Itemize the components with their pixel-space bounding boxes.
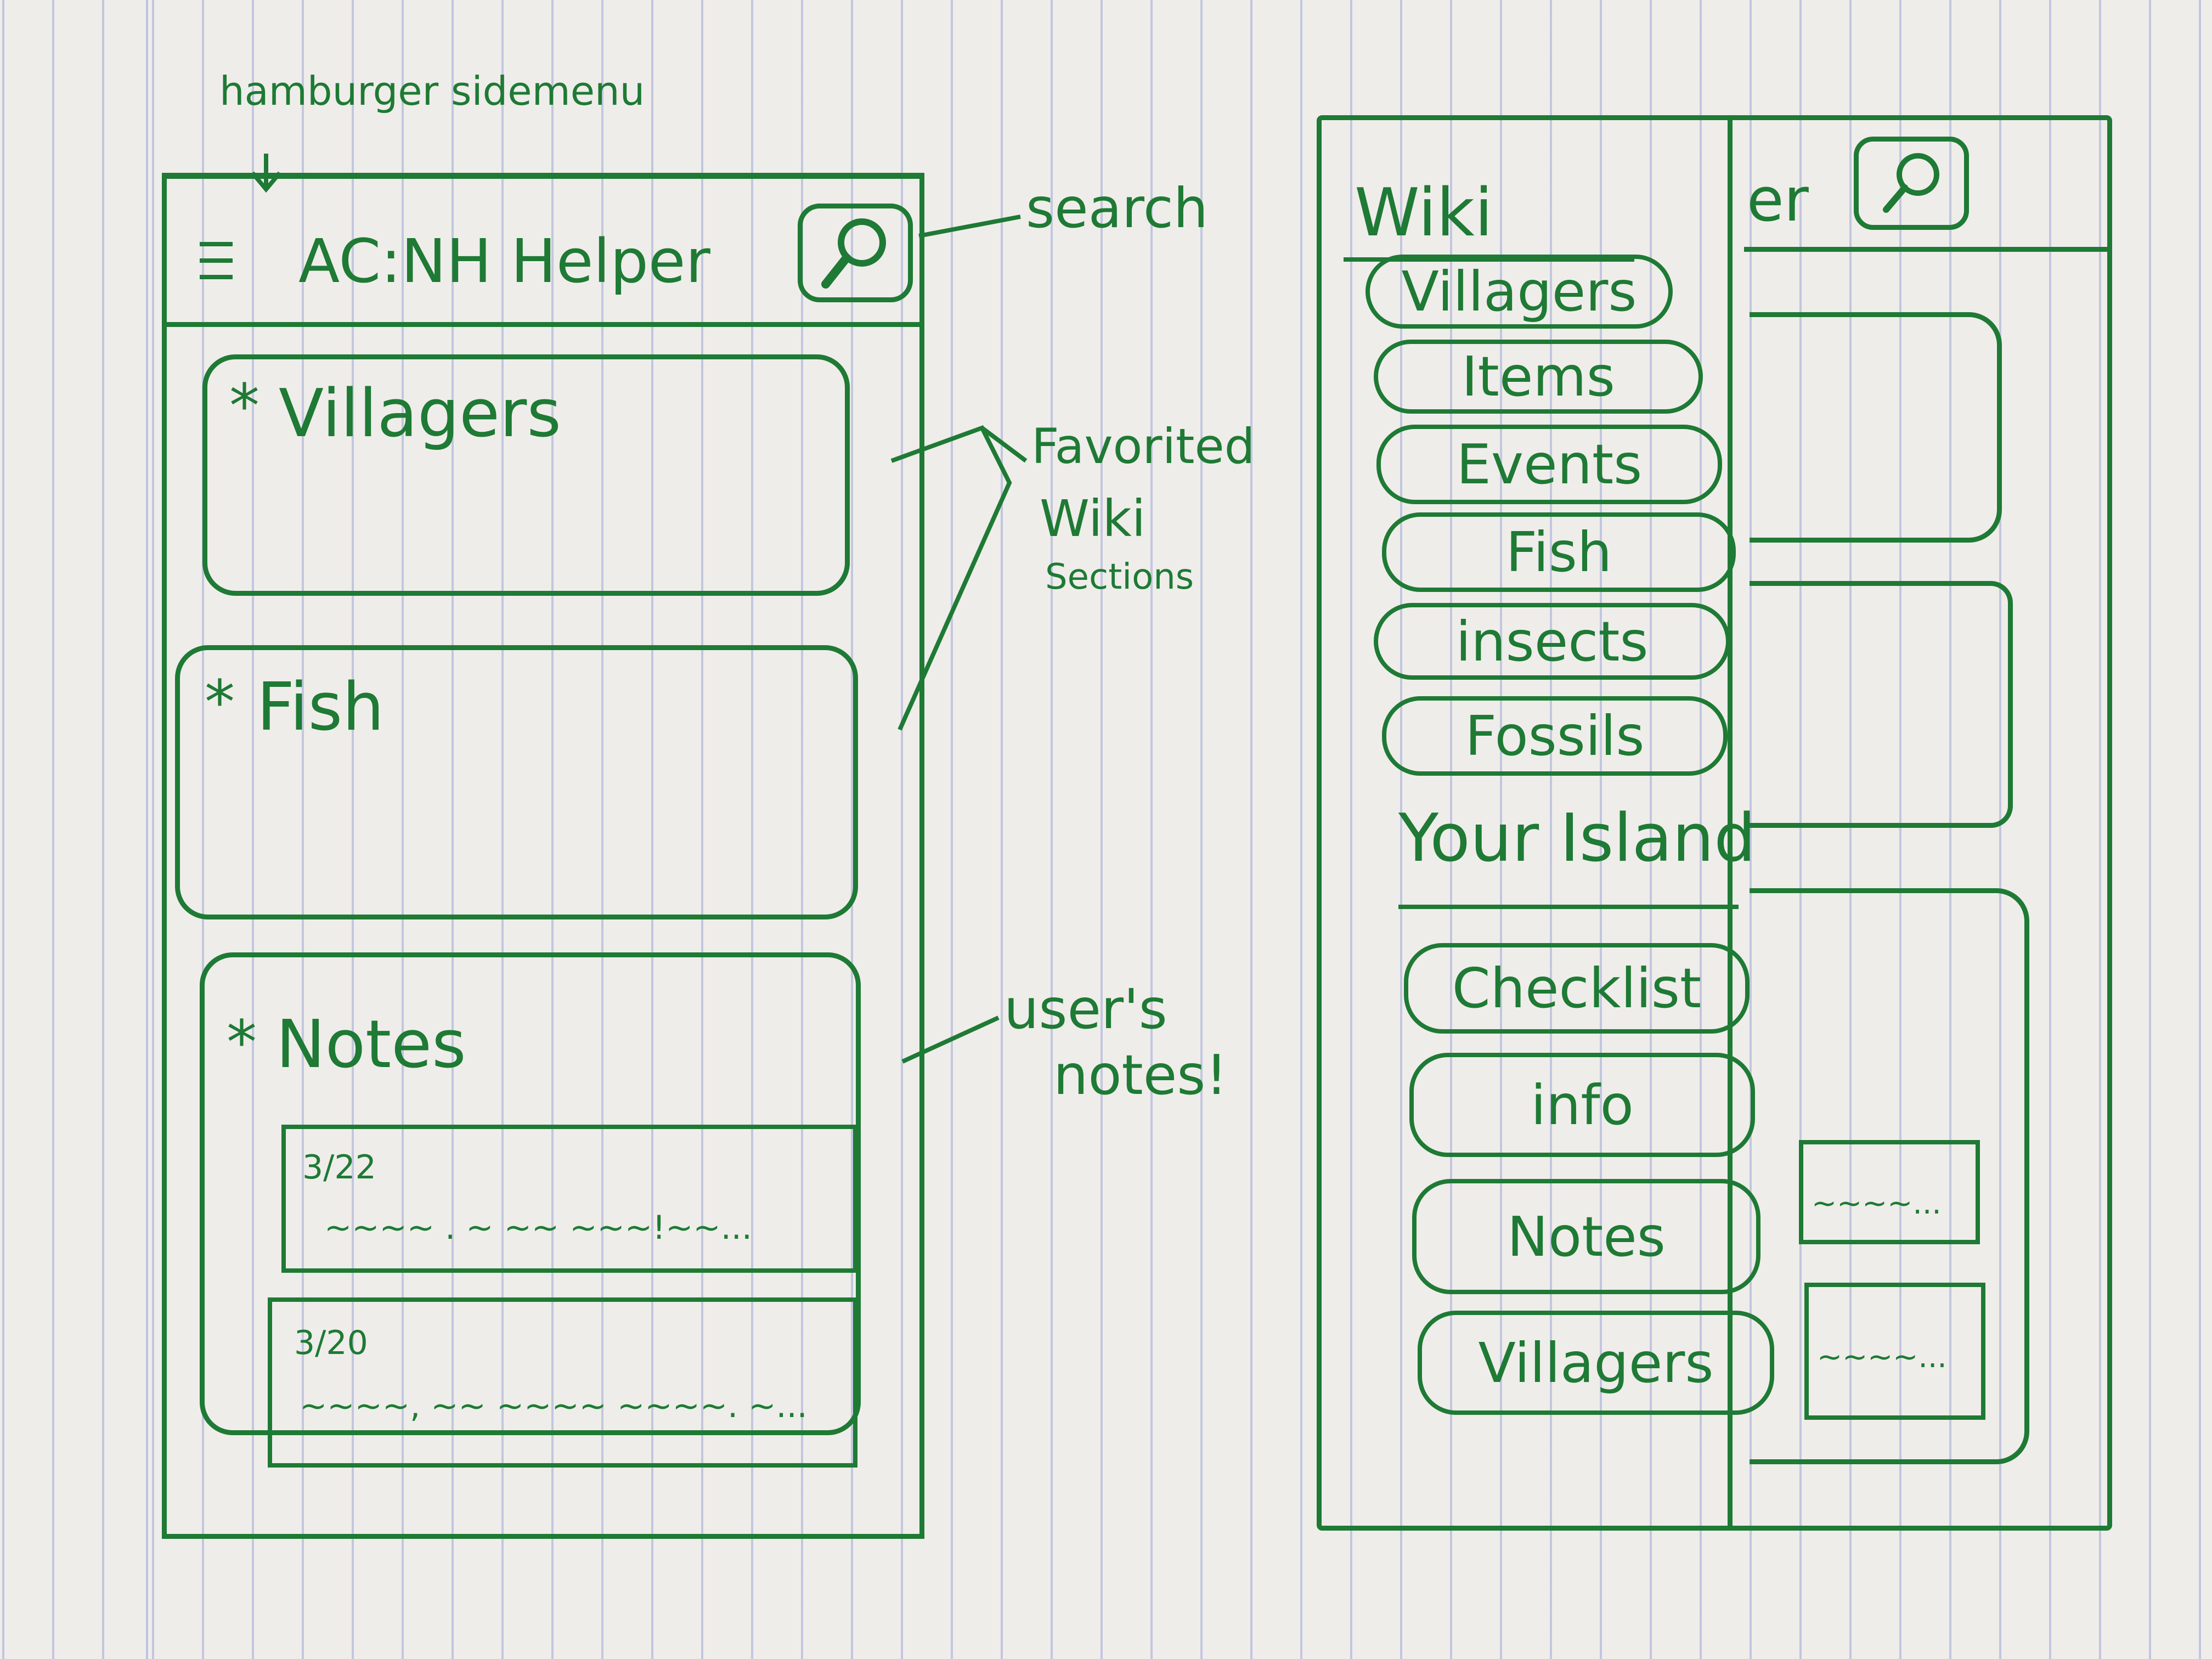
app-bar: AC:NH Helper: [167, 179, 919, 327]
drawer-item-notes[interactable]: Notes: [1412, 1179, 1760, 1294]
drawer-item-checklist[interactable]: Checklist: [1404, 943, 1750, 1034]
favorite-card-fish[interactable]: * Fish: [175, 645, 858, 919]
note-text: ~~~~, ~~ ~~~~ ~~~~. ~...: [300, 1387, 808, 1425]
wiki-heading: Wiki: [1355, 175, 1493, 251]
note-date: 3/20: [294, 1324, 368, 1362]
search-button[interactable]: [798, 204, 913, 302]
side-menu-screen-frame: er ~~~~... ~~~~... Wiki Villagers Items …: [1317, 115, 2112, 1531]
card-star: *: [205, 667, 235, 737]
island-heading-underline: [1398, 905, 1739, 909]
peek-note-text: ~~~~...: [1817, 1339, 1947, 1374]
note-item[interactable]: 3/22 ~~~~ . ~ ~~ ~~~!~~...: [281, 1125, 857, 1273]
peek-app-title: er: [1747, 165, 1809, 235]
card-star: *: [229, 371, 259, 441]
drawer-item-insects[interactable]: insects: [1374, 603, 1730, 680]
note-item[interactable]: 3/20 ~~~~, ~~ ~~~~ ~~~~. ~...: [268, 1297, 857, 1468]
island-heading: Your Island: [1398, 800, 1756, 877]
app-title: AC:NH Helper: [298, 226, 710, 296]
card-title-villagers: Villagers: [279, 376, 561, 452]
annotation-favorited-1: Favorited: [1031, 418, 1255, 475]
drawer-edge: [1728, 120, 1733, 1530]
drawer-item-villagers[interactable]: Villagers: [1365, 255, 1673, 329]
drawer-item-villagers-island[interactable]: Villagers: [1418, 1311, 1774, 1415]
card-title-notes: Notes: [276, 1007, 466, 1083]
drawer-item-events[interactable]: Events: [1376, 425, 1722, 504]
annotation-users-notes-1: user's: [1004, 977, 1167, 1041]
annotation-search: search: [1026, 176, 1209, 240]
annotation-favorited-3: Sections: [1045, 557, 1194, 597]
note-text: ~~~~ . ~ ~~ ~~~!~~...: [324, 1209, 752, 1247]
home-screen-frame: AC:NH Helper * Villagers * Fish * Notes …: [162, 173, 924, 1539]
card-title-fish: Fish: [257, 669, 385, 746]
peek-note-text: ~~~~...: [1812, 1186, 1942, 1221]
annotation-favorited-2: Wiki: [1040, 489, 1146, 548]
favorite-card-villagers[interactable]: * Villagers: [202, 354, 850, 596]
drawer-item-fossils[interactable]: Fossils: [1382, 696, 1728, 776]
card-star: *: [227, 1007, 257, 1077]
drawer-item-fish[interactable]: Fish: [1382, 512, 1736, 592]
drawer-item-info[interactable]: info: [1409, 1053, 1755, 1157]
note-date: 3/22: [302, 1148, 376, 1187]
favorite-card-notes[interactable]: * Notes 3/22 ~~~~ . ~ ~~ ~~~!~~... 3/20 …: [200, 952, 861, 1468]
peek-note: ~~~~...: [1804, 1283, 1985, 1420]
annotation-users-notes-2: notes!: [1053, 1043, 1228, 1107]
peek-card: [1750, 312, 2002, 543]
drawer-item-items[interactable]: Items: [1374, 340, 1703, 414]
favorited-connector-tick: [980, 426, 1028, 463]
hamburger-menu-icon[interactable]: [200, 242, 233, 280]
annotation-hamburger-sidemenu: hamburger sidemenu: [219, 68, 645, 114]
wiki-heading-underline: [1344, 257, 1634, 262]
search-button[interactable]: [1854, 137, 1969, 230]
search-icon: [1883, 153, 1939, 213]
peek-note: ~~~~...: [1799, 1140, 1980, 1244]
peek-app-bar: er: [1744, 120, 2107, 252]
peek-card: ~~~~... ~~~~...: [1750, 888, 2029, 1464]
search-icon: [821, 218, 886, 289]
search-pointer-line: [918, 215, 1021, 238]
peek-card: [1750, 581, 2013, 828]
